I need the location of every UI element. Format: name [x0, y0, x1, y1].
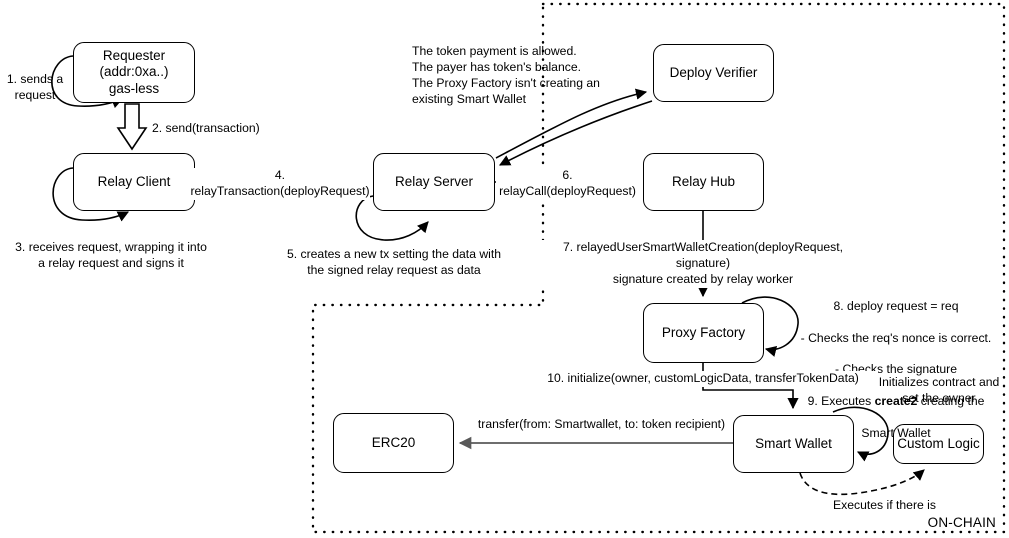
node-relay-hub[interactable]: Relay Hub: [643, 153, 764, 211]
node-relay-server-label: Relay Server: [394, 173, 474, 189]
node-relay-client-label: Relay Client: [97, 173, 171, 189]
label-step4: 4. relayTransaction(deployRequest): [190, 168, 370, 200]
edge-deploy-verifier-response: [499, 100, 653, 166]
label-step9-line2: Smart Wallet: [861, 425, 931, 440]
label-verifier-note: The token payment is allowed. The payer …: [412, 44, 600, 106]
node-requester-label: Requester (addr:0xa..) gas-less: [99, 47, 169, 96]
label-step1: 1. sends a request: [6, 72, 64, 102]
node-erc20-label: ERC20: [371, 434, 416, 450]
label-step6: 6. relayCall(deployRequest): [496, 168, 639, 200]
label-on-chain: ON-CHAIN: [927, 515, 996, 530]
label-step2: 2. send(transaction): [152, 121, 282, 137]
node-requester[interactable]: Requester (addr:0xa..) gas-less: [73, 42, 195, 103]
label-step3: 3. receives request, wrapping it into a …: [15, 240, 207, 270]
label-custom-logic-note: Initializes contract and set the owner: [878, 375, 1000, 405]
node-proxy-factory-label: Proxy Factory: [661, 324, 746, 340]
node-erc20[interactable]: ERC20: [333, 413, 454, 473]
node-proxy-factory[interactable]: Proxy Factory: [643, 303, 764, 363]
label-step9-prefix: 9. Executes: [807, 394, 875, 409]
node-deploy-verifier-label: Deploy Verifier: [669, 64, 758, 80]
edge-step2: [116, 103, 148, 151]
label-transfer: transfer(from: Smartwallet, to: token re…: [470, 417, 733, 433]
label-step8: 8. deploy request = req - Checks the req…: [790, 283, 1002, 442]
label-executes-if-there-is: Executes if there is: [833, 498, 936, 512]
node-relay-client[interactable]: Relay Client: [73, 153, 195, 211]
label-step10: 10. initialize(owner, customLogicData, t…: [528, 371, 878, 387]
node-deploy-verifier[interactable]: Deploy Verifier: [653, 44, 774, 102]
node-relay-server[interactable]: Relay Server: [373, 153, 495, 211]
label-step5: 5. creates a new tx setting the data wit…: [286, 247, 502, 277]
edge-executes-if-there-is: [799, 469, 925, 496]
node-relay-hub-label: Relay Hub: [671, 173, 736, 189]
label-step7: 7. relayedUserSmartWalletCreation(deploy…: [540, 240, 866, 288]
label-step8-line2: - Checks the req's nonce is correct.: [800, 330, 992, 345]
label-step8-line1: 8. deploy request = req: [833, 298, 959, 313]
